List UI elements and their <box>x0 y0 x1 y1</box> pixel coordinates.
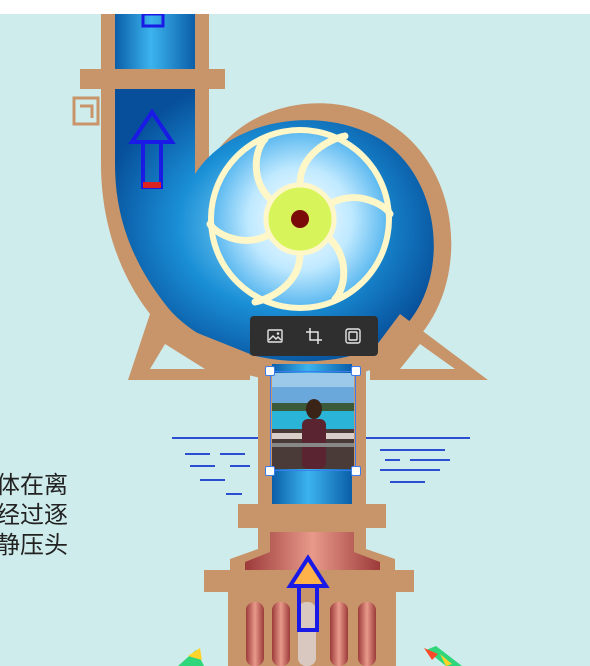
outlet-flange <box>80 69 225 89</box>
replace-image-button[interactable] <box>261 322 289 350</box>
image-icon <box>267 329 284 343</box>
inserted-photo[interactable] <box>272 373 354 469</box>
water-surface-lines <box>172 437 470 495</box>
side-flow-arrow-right-icon <box>424 646 462 666</box>
resize-handle-top-right[interactable] <box>351 366 361 376</box>
photo-image <box>272 373 354 469</box>
diagram-caption: 液体在离 体经过逐 的静压头 <box>0 470 110 560</box>
image-toolbar <box>250 316 378 356</box>
outlet-pipe <box>115 14 195 72</box>
suction-pipe-columns <box>246 602 376 666</box>
caption-line: 液体在离 <box>0 471 68 499</box>
flow-up-arrow-icon <box>128 108 176 189</box>
resize-handle-bottom-left[interactable] <box>265 466 275 476</box>
resize-handle-top-left[interactable] <box>265 366 275 376</box>
frame-button[interactable] <box>339 322 367 350</box>
impeller-vanes <box>206 132 394 306</box>
caption-line: 体经过逐 <box>0 501 68 529</box>
frame-icon <box>344 328 361 344</box>
reducer <box>245 532 380 576</box>
crop-button[interactable] <box>300 322 328 350</box>
bracket-mark <box>72 96 100 126</box>
suction-flow-arrow-icon <box>286 554 330 632</box>
shaft-icon <box>291 210 309 228</box>
crop-icon <box>305 328 322 344</box>
resize-handle-bottom-right[interactable] <box>351 466 361 476</box>
top-arrow-stub <box>141 14 165 28</box>
lower-flange <box>238 504 386 528</box>
image-selection-frame[interactable] <box>270 371 356 471</box>
stand-right <box>370 314 488 380</box>
caption-line: 的静压头 <box>0 531 68 559</box>
side-flow-arrow-left-icon <box>178 648 204 666</box>
